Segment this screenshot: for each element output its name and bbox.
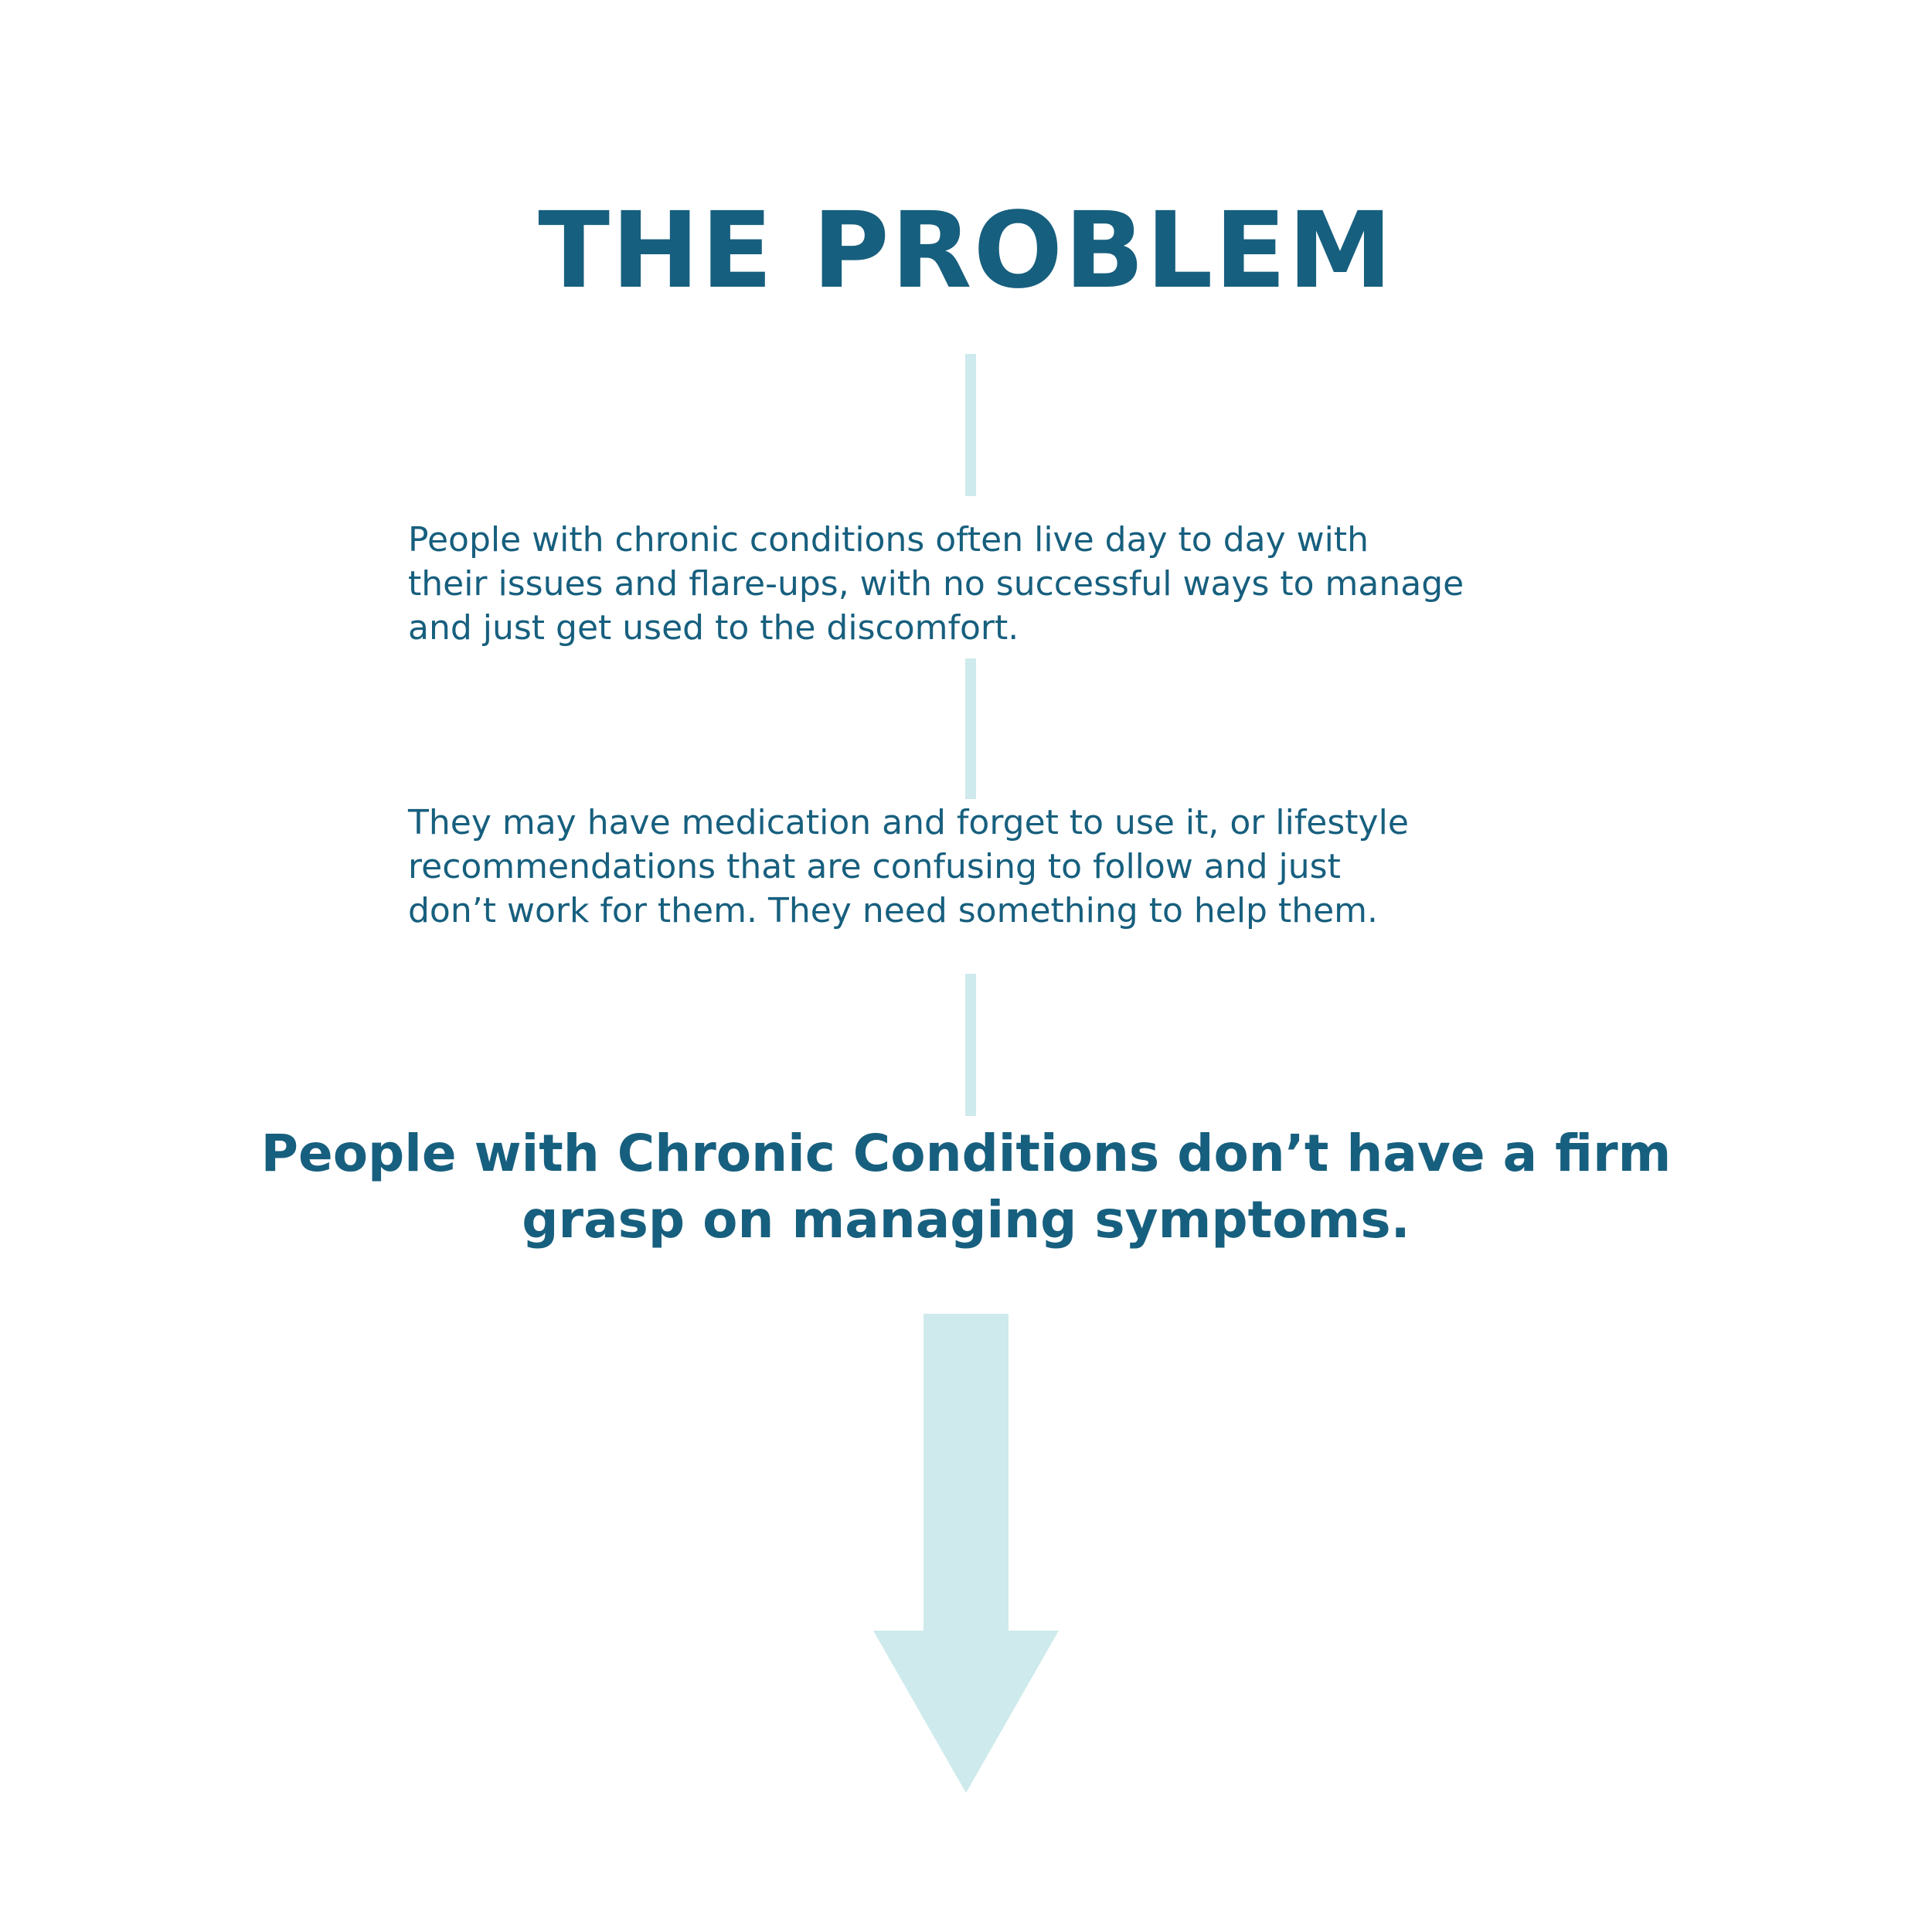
paragraph-line: recommendations that are confusing to fo… <box>408 847 1341 886</box>
page-title: THE PROBLEM <box>538 190 1394 312</box>
paragraph-line: don’t work for them. They need something… <box>408 891 1379 930</box>
connector-line <box>965 658 976 799</box>
paragraph-line: People with chronic conditions often liv… <box>408 520 1369 560</box>
statement-line: grasp on managing symptoms. <box>522 1190 1410 1250</box>
connector-line <box>965 974 976 1116</box>
paragraph-line: their issues and flare-ups, with no succ… <box>408 564 1464 604</box>
arrow-down-icon <box>873 1314 1059 1793</box>
connector-line <box>965 354 976 496</box>
arrow-shaft <box>923 1314 1009 1632</box>
problem-paragraph-1: People with chronic conditions often liv… <box>408 518 1583 650</box>
problem-paragraph-2: They may have medication and forget to u… <box>408 801 1583 933</box>
problem-statement: People with Chronic Conditions don’t hav… <box>232 1121 1700 1253</box>
paragraph-line: They may have medication and forget to u… <box>408 803 1409 842</box>
arrow-head <box>873 1631 1059 1793</box>
statement-line: People with Chronic Conditions don’t hav… <box>260 1124 1672 1183</box>
paragraph-line: and just get used to the discomfort. <box>408 608 1019 648</box>
